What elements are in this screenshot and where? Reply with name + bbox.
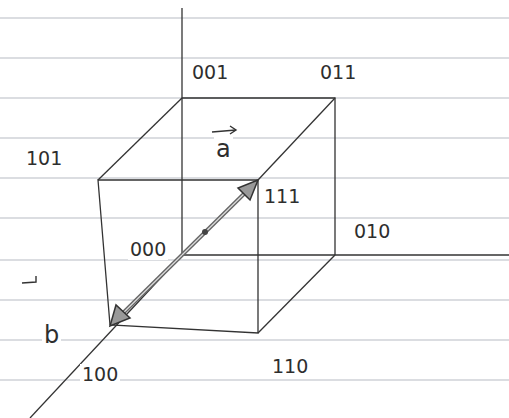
vertex-label: 110: [270, 356, 310, 377]
cube-edges: [98, 98, 335, 333]
ruled-lines: [0, 18, 509, 380]
vertex-label: 101: [24, 148, 64, 169]
vectors: [110, 180, 258, 326]
vertex-label: 100: [80, 364, 120, 385]
vertex-label: 011: [318, 62, 358, 83]
vertex-label: 010: [352, 221, 392, 242]
vertex-label: 111: [262, 186, 302, 207]
vertex-label: 001: [190, 62, 230, 83]
vertex-label: 000: [128, 239, 168, 260]
vector-marks: [22, 126, 236, 283]
vector-name: b: [42, 322, 61, 348]
axes: [30, 8, 509, 418]
vector-name: a: [214, 136, 233, 162]
